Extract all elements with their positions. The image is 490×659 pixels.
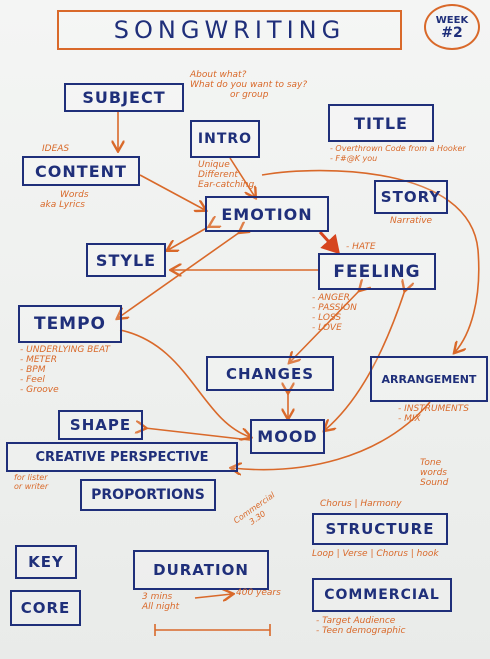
feeling-hate-note: - HATE <box>346 242 376 252</box>
arrangement-list-note: - INSTRUMENTS- MIX <box>398 404 469 424</box>
week-label: WEEK <box>435 15 469 26</box>
creative-perspective-box: CREATIVE PERSPECTIVE <box>6 442 238 472</box>
feeling-box: FEELING <box>318 253 436 290</box>
subject-box: SUBJECT <box>64 83 184 112</box>
duration-years-note: 400 years <box>236 588 281 598</box>
duration-box: DURATION <box>133 550 269 590</box>
core-box: CORE <box>10 590 81 626</box>
structure-box: STRUCTURE <box>312 513 448 545</box>
structure-bottom-note: Loop | Verse | Chorus | hook <box>312 549 439 559</box>
arrow-tempo-mood <box>119 329 250 437</box>
proportions-box: PROPORTIONS <box>80 479 216 511</box>
arrow-shape-mood <box>145 428 251 441</box>
page-title: SONGWRITING <box>57 10 402 50</box>
arrow-intro-emotion <box>229 157 255 197</box>
arrow-title-arrangement <box>261 169 480 352</box>
arrow-emotion-feeling <box>318 230 341 255</box>
feeling-list-note: - ANGER- PASSION- LOSS- LOVE <box>312 293 357 333</box>
changes-box: CHANGES <box>206 356 334 391</box>
arrow-emotion-style <box>168 226 210 250</box>
content-box: CONTENT <box>22 156 140 186</box>
arrow-content-emotion <box>139 174 205 210</box>
mood-box: MOOD <box>250 419 325 454</box>
story-box: STORY <box>374 180 448 214</box>
commercial-list-note: - Target Audience- Teen demographic <box>316 616 406 636</box>
title-note: - Overthrown Code from a Hooker- F#@K yo… <box>330 144 466 163</box>
style-box: STYLE <box>86 243 166 277</box>
intro-box: INTRO <box>190 120 260 158</box>
arrow-arrangement-perspective <box>232 401 431 470</box>
title-box: TITLE <box>328 104 434 142</box>
emotion-box: EMOTION <box>205 196 329 232</box>
tempo-list-note: - UNDERLYING BEAT- METER- BPM- Feel- Gro… <box>20 345 111 395</box>
duration-timeline <box>154 624 271 636</box>
arrow-emotion-tempo <box>118 232 240 318</box>
content-ideas-note: IDEAS <box>42 144 70 154</box>
tempo-box: TEMPO <box>18 305 122 343</box>
week-badge: WEEK #2 <box>424 4 480 50</box>
shape-box: SHAPE <box>58 410 143 440</box>
story-note: Narrative <box>390 216 433 226</box>
commercial-box: COMMERCIAL <box>312 578 452 612</box>
duration-time-arrow <box>194 594 232 598</box>
week-number: #2 <box>441 25 463 41</box>
key-box: KEY <box>15 545 77 579</box>
subject-note: About what?What do you want to say?or gr… <box>190 70 308 100</box>
structure-top-note: Chorus | Harmony <box>320 499 402 509</box>
arrangement-box: ARRANGEMENT <box>370 356 488 402</box>
